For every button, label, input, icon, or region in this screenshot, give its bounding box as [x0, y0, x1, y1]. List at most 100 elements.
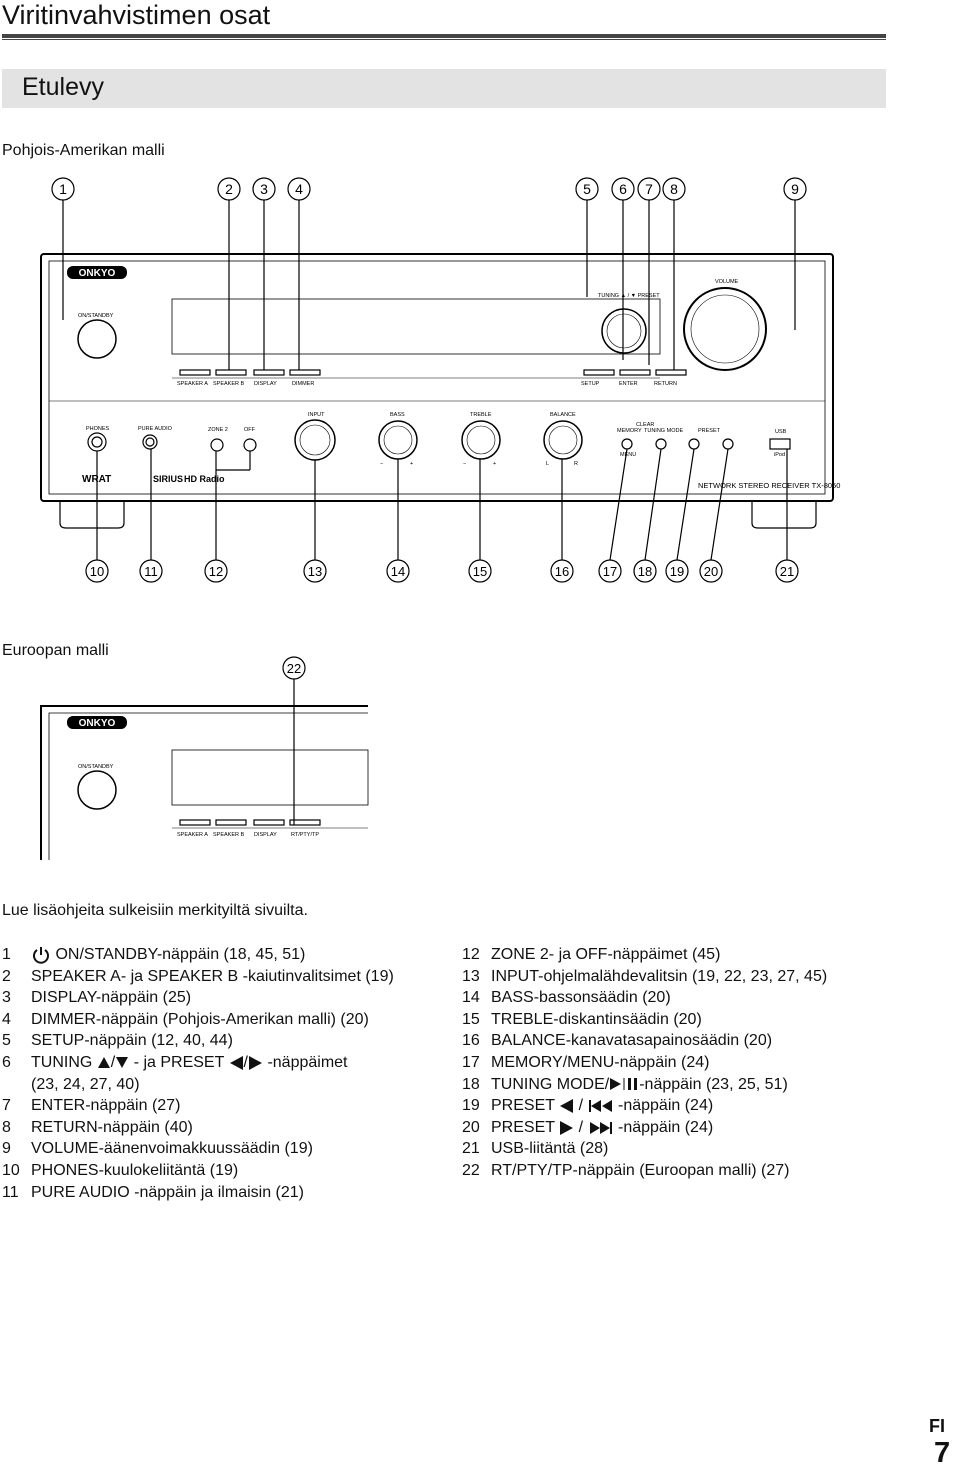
eu-panel-diagram: 22 ONKYO ON/STANDBY SPEAKER A SPEAKER B …	[40, 656, 369, 860]
model-line: NETWORK STEREO RECEIVER TX-8050	[698, 481, 840, 490]
down-arrow-icon	[116, 1057, 129, 1069]
title-rule-thin	[2, 39, 886, 40]
sirius-logo: SIRIUS	[153, 474, 183, 484]
callout-9: 9	[791, 181, 799, 197]
tuning-mode-label: TUNING MODE	[644, 428, 683, 434]
brand-text-eu: ONKYO	[79, 718, 116, 729]
volume-label: VOLUME	[715, 279, 739, 285]
treble-label: TREBLE	[470, 412, 492, 418]
memory-label: MEMORY	[617, 428, 642, 434]
callout-10: 10	[90, 564, 104, 579]
setup-label: SETUP	[581, 381, 600, 387]
hd-radio-logo: HD Radio	[184, 474, 225, 484]
callout-17: 17	[603, 564, 617, 579]
brand-text: ONKYO	[79, 268, 116, 279]
callout-13: 13	[308, 564, 322, 579]
page-title: Viritinvahvistimen osat	[2, 0, 271, 30]
balance-r: R	[574, 461, 578, 467]
right-arrow-icon	[249, 1055, 262, 1070]
zone2-label: ZONE 2	[208, 427, 228, 433]
speaker-b-label: SPEAKER B	[213, 381, 245, 387]
balance-label: BALANCE	[550, 412, 576, 418]
callout-15: 15	[473, 564, 487, 579]
reference-note: Lue lisäohjeita sulkeisiin merkityiltä s…	[2, 902, 308, 919]
bass-minus: −	[380, 461, 383, 467]
up-arrow-icon	[97, 1057, 110, 1069]
callout-8: 8	[670, 181, 678, 197]
return-label: RETURN	[654, 381, 677, 387]
page-number: 7	[934, 1437, 951, 1469]
top-callouts	[51, 177, 807, 201]
left-arrow-icon	[560, 1098, 574, 1113]
pure-audio-label: PURE AUDIO	[138, 426, 173, 432]
left-arrow-icon	[229, 1055, 243, 1070]
callout-11: 11	[144, 564, 158, 579]
callout-16: 16	[555, 564, 569, 579]
preset-label: PRESET	[698, 428, 721, 434]
section-band	[2, 69, 886, 108]
callout-6: 6	[619, 181, 627, 197]
callout-5: 5	[583, 181, 591, 197]
skip-forward-icon	[589, 1121, 612, 1134]
eu-speaker-b-label: SPEAKER B	[213, 832, 245, 838]
front-panel-diagram: 1 2 3 4 5 6 7 8 9 10 11 12 13 14 15 16 1…	[40, 177, 840, 583]
balance-l: L	[546, 461, 549, 467]
section-title: Etulevy	[22, 73, 104, 101]
eu-speaker-a-label: SPEAKER A	[177, 832, 208, 838]
model-na-heading: Pohjois-Amerikan malli	[2, 142, 165, 159]
wrat-logo: WRAT	[82, 474, 111, 485]
skip-back-icon	[588, 1099, 612, 1112]
on-standby-label: ON/STANDBY	[78, 313, 114, 319]
callout-4: 4	[295, 181, 303, 197]
callout-12: 12	[209, 564, 223, 579]
callout-1: 1	[59, 181, 67, 197]
rt-pty-tp-label: RT/PTY/TP	[291, 832, 319, 838]
onkyo-logo	[67, 266, 127, 279]
bottom-callouts	[85, 559, 799, 583]
bass-plus: +	[410, 461, 413, 467]
dimmer-label: DIMMER	[292, 381, 314, 387]
title-rule	[2, 34, 886, 38]
power-icon	[33, 946, 49, 964]
onkyo-logo-eu	[67, 716, 127, 729]
display-label: DISPLAY	[254, 381, 277, 387]
right-arrow-icon	[560, 1120, 574, 1135]
callout-19: 19	[670, 564, 684, 579]
treble-plus: +	[493, 461, 496, 467]
menu-label: MENU	[620, 452, 636, 458]
phones-label: PHONES	[86, 426, 110, 432]
ipod-label: iPod	[774, 452, 785, 458]
treble-minus: −	[463, 461, 466, 467]
callout-14: 14	[391, 564, 405, 579]
off-label: OFF	[244, 427, 256, 433]
callout-18: 18	[638, 564, 652, 579]
callout-22: 22	[287, 661, 301, 676]
play-pause-icon	[610, 1078, 638, 1091]
model-eu-heading: Euroopan malli	[2, 642, 109, 659]
eu-display-label: DISPLAY	[254, 832, 277, 838]
enter-label: ENTER	[619, 381, 638, 387]
speaker-a-label: SPEAKER A	[177, 381, 208, 387]
language-code: FI	[929, 1416, 945, 1436]
bass-label: BASS	[390, 412, 405, 418]
